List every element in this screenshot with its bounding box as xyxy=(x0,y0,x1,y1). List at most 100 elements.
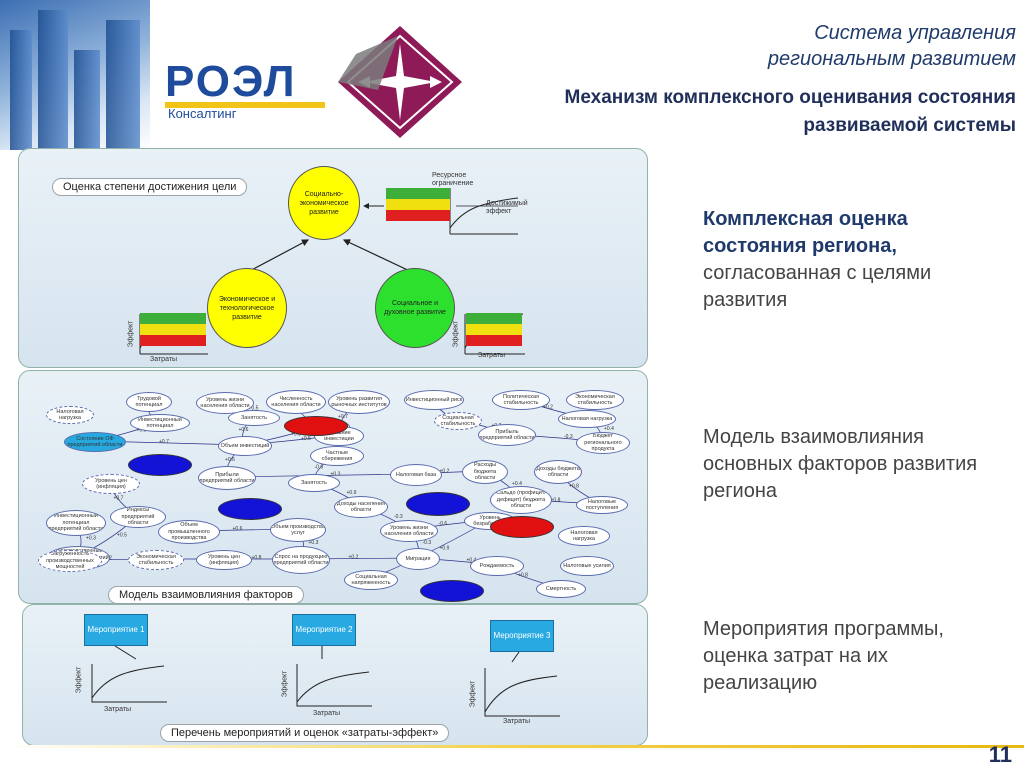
measures-description: Мероприятия программы, оценка затрат на … xyxy=(703,618,944,694)
page-number: 11 xyxy=(988,742,1012,767)
factor-node: Уровень жизни населения области xyxy=(196,392,254,414)
factor-node: Объем инвестиций xyxy=(218,436,272,456)
title-line-1: Система управления xyxy=(814,22,1016,44)
measure3-costs-label: Затраты xyxy=(503,718,531,725)
factor-node: Уровень цен (инфляция) xyxy=(82,474,140,494)
measure-cost-effect-curves xyxy=(91,645,560,717)
factor-link-coefficient: +0.6 xyxy=(225,457,235,463)
factor-link-coefficient: +0.6 xyxy=(233,526,243,532)
economic-development-circle: Экономическое и технологическое развитие xyxy=(207,268,287,348)
factor-node-key-blue xyxy=(218,498,282,520)
factor-link-coefficient: +0.6 xyxy=(239,427,249,433)
factor-node: Инвестиционный потенциал предприятий обл… xyxy=(46,510,106,536)
factor-node: Налоговая нагрузка xyxy=(558,526,610,546)
effect-axis-label-right: Эффект xyxy=(452,320,460,348)
goal-gauge xyxy=(386,188,450,221)
factor-node: Занятость xyxy=(228,410,280,426)
factor-node: Миграция xyxy=(396,548,440,570)
factor-node: Экономическая стабильность xyxy=(128,550,184,570)
factor-node: Загруженность производственных мощностей xyxy=(38,550,102,572)
factor-link-coefficient: +0.3 xyxy=(331,472,341,478)
factor-node: Спрос на продукцию предприятий области xyxy=(272,546,330,574)
factor-node: Налоговая база xyxy=(390,464,442,486)
factor-link-coefficient: +0.9 xyxy=(440,546,450,552)
factor-node: Налоговая нагрузка xyxy=(46,406,94,424)
factor-node: Объем производства услуг xyxy=(270,518,326,542)
measure2-effect-label: Эффект xyxy=(281,670,289,698)
factor-link-coefficient: +0.3 xyxy=(309,540,319,546)
roel-logo-bar xyxy=(165,102,325,108)
factor-node-key-blue xyxy=(406,492,470,516)
city-background-image xyxy=(0,0,150,150)
factor-node-key-red xyxy=(490,516,554,538)
factor-node: Трудовой потенциал xyxy=(126,392,172,412)
integrated-assessment-heading: Комплексная оценка состояния региона, xyxy=(703,208,908,257)
slide-subtitle: Механизм комплексного оценивания состоян… xyxy=(456,84,1016,140)
slide-title: Система управления региональным развитие… xyxy=(768,20,1016,72)
factor-node: Численность населения области xyxy=(266,390,326,414)
factor-node: Прибыль предприятий области xyxy=(478,424,536,446)
factor-link-coefficient: -0.3 xyxy=(564,434,573,440)
factor-node: Социальная напряженность xyxy=(344,570,398,590)
factor-link-coefficient: -0.6 xyxy=(439,521,448,527)
costs-axis-label-left: Затраты xyxy=(150,356,178,363)
factor-link-coefficient: -0.6 xyxy=(315,465,324,471)
factor-node: Уровень жизни населения области xyxy=(380,520,438,542)
integrated-assessment-text: Комплексная оценка состояния региона, со… xyxy=(703,206,1003,314)
factor-link-coefficient: +0.4 xyxy=(512,481,522,487)
factor-node: Состояние ОФ предприятий области xyxy=(64,432,126,452)
factor-node-key-blue xyxy=(128,454,192,476)
factor-link-coefficient: +0.8 xyxy=(551,498,561,504)
factor-node: Прибыли предприятий области xyxy=(198,466,256,490)
factor-node: Расходы бюджета области xyxy=(462,460,508,484)
effect-axis-label-left: Эффект xyxy=(127,320,135,348)
factor-link-coefficient: +0.9 xyxy=(347,490,357,496)
factor-node: Уровень цен (инфляция) xyxy=(196,550,252,570)
factor-link-coefficient: +0.7 xyxy=(114,496,124,502)
economic-gauge xyxy=(140,313,206,346)
subtitle-line-2: развиваемой системы xyxy=(803,115,1016,136)
roel-logo: РОЭЛ xyxy=(165,57,297,106)
factor-node: Инвестиционный риск xyxy=(404,390,464,410)
costs-axis-label-right: Затраты xyxy=(478,352,506,359)
measures-list-label: Перечень мероприятий и оценок «затраты-э… xyxy=(160,724,450,742)
factor-node: Индексы предприятий области xyxy=(110,506,166,528)
factor-node: Экономическая стабильность xyxy=(566,390,624,410)
factor-node: Занятость xyxy=(288,474,340,492)
factor-node: Частные сбережения xyxy=(310,446,364,466)
ipu-ran-logo xyxy=(338,26,462,138)
factor-node: Налоговые поступления xyxy=(576,496,628,514)
factor-link-coefficient: +0.5 xyxy=(301,436,311,442)
factor-node: Налоговые усилия xyxy=(560,556,614,576)
measure1-costs-label: Затраты xyxy=(104,706,132,713)
factor-link-coefficient: -0.3 xyxy=(394,514,403,520)
factor-node: Уровень развития рыночных институтов xyxy=(328,390,390,414)
factor-link-coefficient: +0.4 xyxy=(467,558,477,564)
factor-link-coefficient: +0.2 xyxy=(440,469,450,475)
factor-node-key-red xyxy=(284,416,348,436)
social-gauge xyxy=(466,313,522,346)
measure3-effect-label: Эффект xyxy=(469,680,477,708)
factor-node: Объем промышленного производства xyxy=(158,520,220,544)
factor-node-key-blue xyxy=(420,580,484,602)
factor-link-coefficient: +0.2 xyxy=(349,555,359,561)
factor-node: Политическая стабильность xyxy=(492,390,550,410)
measure-3-box: Мероприятие 3 xyxy=(490,620,554,652)
integrated-assessment-body: согласованная с целями развития xyxy=(703,262,932,311)
achievable-effect-label: Достижимый эффект xyxy=(486,200,528,215)
measure2-costs-label: Затраты xyxy=(313,710,341,717)
factor-link-coefficient: +0.8 xyxy=(252,555,262,561)
factor-link-coefficient: +0.8 xyxy=(518,573,528,579)
subtitle-line-1: Механизм комплексного оценивания состоян… xyxy=(564,87,1016,108)
factor-link-coefficient: -0.3 xyxy=(423,540,432,546)
factor-node: Инвестиционный потенциал xyxy=(130,414,190,432)
goal-circle-socioeconomic: Социально-экономическое развитие xyxy=(288,166,360,240)
factor-link-coefficient: +0.3 xyxy=(86,536,96,542)
factor-link-coefficient: +0.7 xyxy=(159,439,169,445)
factor-node: Налоговая нагрузка xyxy=(558,410,616,428)
social-development-circle: Социальное и духовное развитие xyxy=(375,268,455,348)
measure-2-box: Мероприятие 2 xyxy=(292,614,356,646)
factor-node: Сальдо (профицит/дефицит) бюджета област… xyxy=(490,486,552,514)
factor-link-coefficient: +0.5 xyxy=(137,428,147,434)
